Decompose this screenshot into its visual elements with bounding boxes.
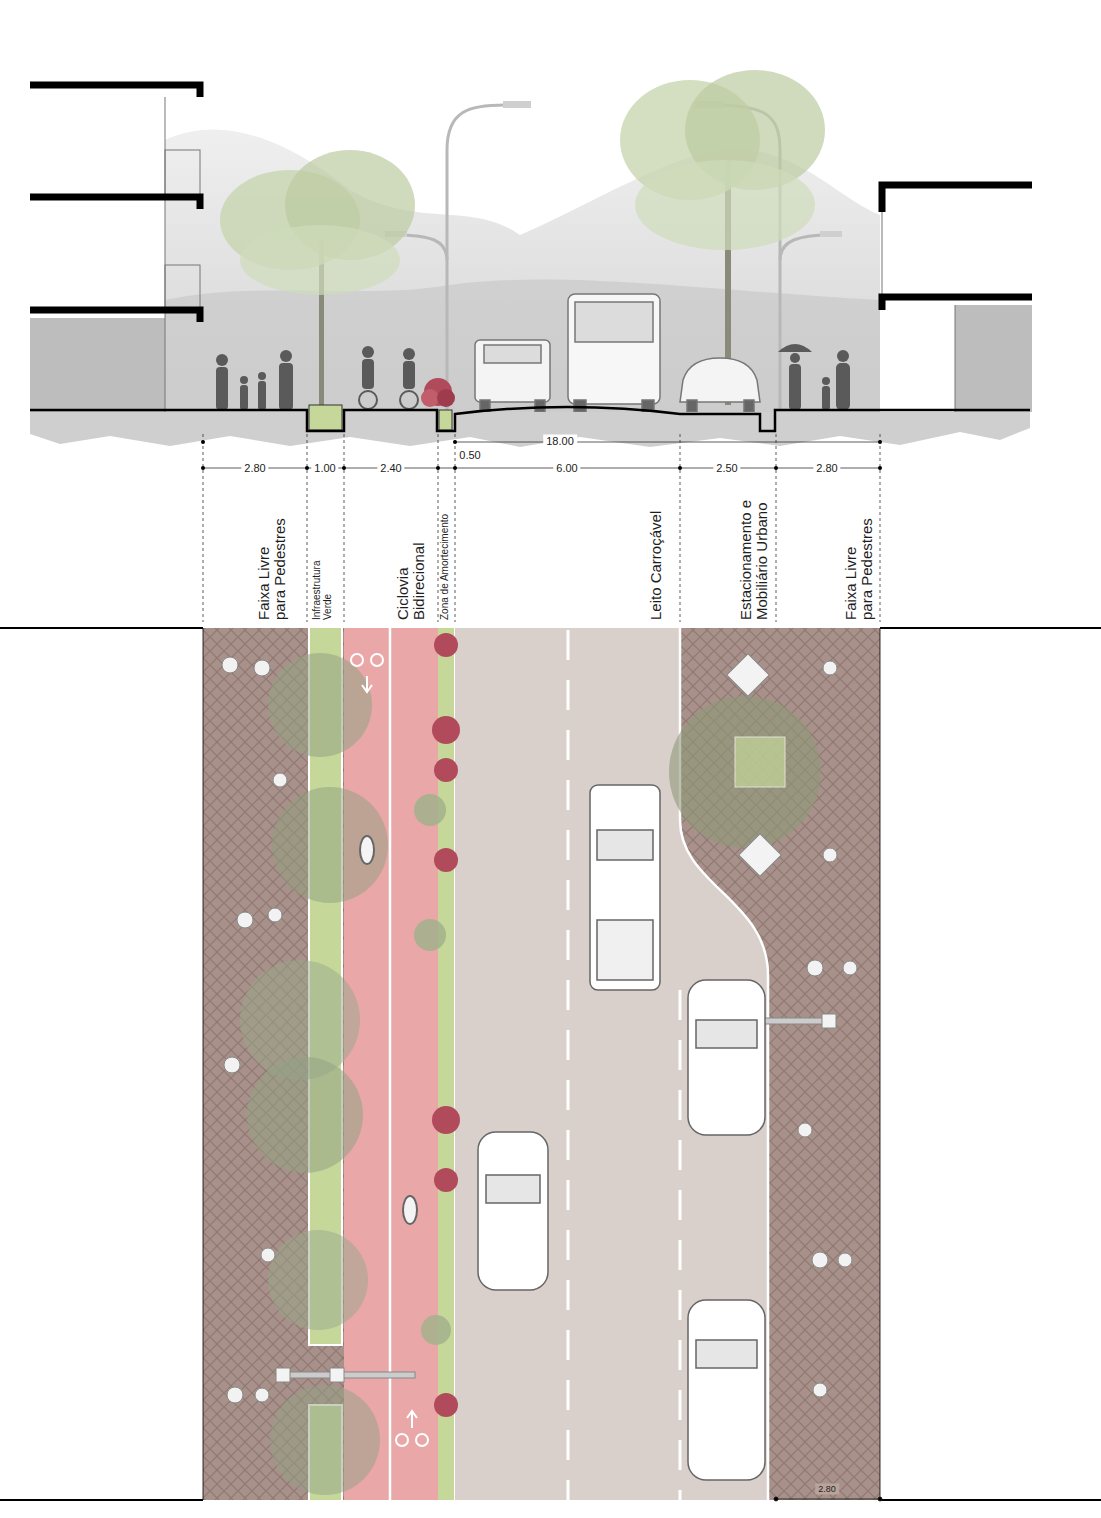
dimension-label: 2.50 bbox=[713, 462, 740, 475]
ground-profile bbox=[30, 405, 1030, 447]
plan-ground bbox=[203, 628, 880, 1500]
dimension-label: 2.80 bbox=[241, 462, 268, 475]
dimension-label: 1.00 bbox=[311, 462, 338, 475]
bottom-dimension bbox=[774, 1497, 882, 1501]
dimension-label: 2.40 bbox=[377, 462, 404, 475]
dimension-label: 2.80 bbox=[813, 462, 840, 475]
section-trees bbox=[220, 70, 825, 410]
section-background bbox=[165, 130, 880, 412]
zone-label: Faixa Livre para Pedestres bbox=[843, 516, 875, 620]
zone-label: Leito Carroçável bbox=[648, 480, 664, 620]
dimension-lines bbox=[201, 434, 882, 622]
dimension-label: 6.00 bbox=[553, 462, 580, 475]
plan-vegetation bbox=[240, 633, 821, 1495]
plan-vehicles bbox=[478, 785, 765, 1480]
dimension-label: 0.50 bbox=[456, 449, 483, 462]
bike-markings bbox=[351, 654, 428, 1446]
section-vehicles bbox=[475, 294, 760, 412]
buildings bbox=[30, 85, 1032, 412]
dimension-label: 18.00 bbox=[543, 435, 577, 448]
zone-label: Faixa Livre para Pedestres bbox=[256, 516, 288, 620]
zone-label: Ciclovia Bidirecional bbox=[395, 520, 427, 620]
zone-label: Infraestrutura Verde bbox=[312, 554, 333, 620]
dimension-label: 2.80 bbox=[815, 1484, 839, 1495]
plan-furniture bbox=[276, 654, 836, 1382]
zone-label: Zona de Amortecimento bbox=[440, 490, 451, 620]
plan-building-lines bbox=[0, 628, 1101, 1500]
zone-label: Estacionamento e Mobiliário Urbano bbox=[738, 497, 770, 620]
plan-pedestrians bbox=[222, 657, 857, 1403]
